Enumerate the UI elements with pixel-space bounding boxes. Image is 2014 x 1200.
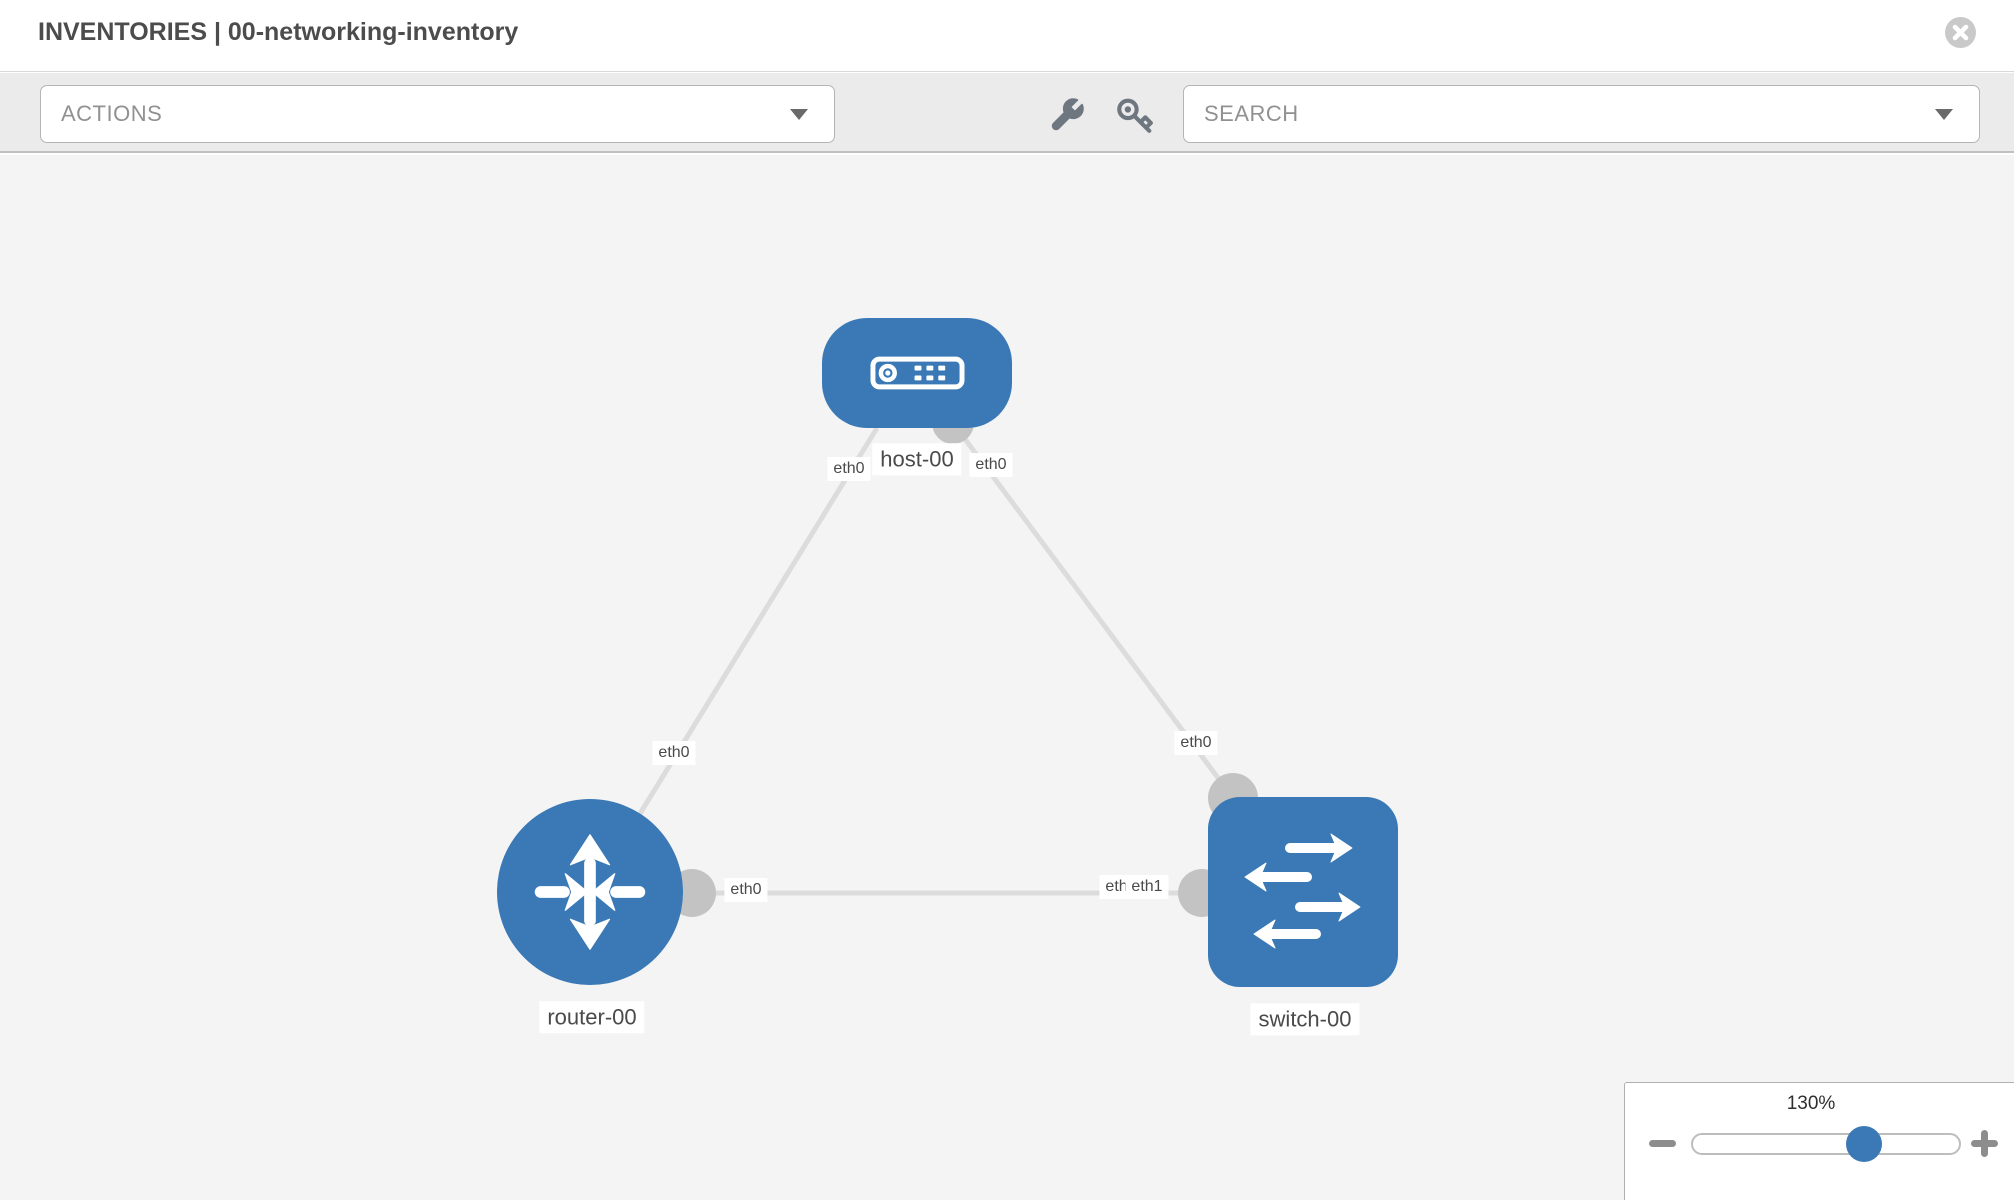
search-dropdown-label: SEARCH bbox=[1204, 101, 1299, 126]
node-label-router: router-00 bbox=[539, 1001, 645, 1033]
node-host-00[interactable] bbox=[822, 318, 1012, 428]
zoom-in-button[interactable] bbox=[1971, 1130, 1998, 1157]
wrench-icon bbox=[1051, 98, 1084, 131]
actions-dropdown[interactable]: ACTIONS bbox=[40, 85, 835, 143]
zoom-slider-thumb[interactable] bbox=[1846, 1126, 1882, 1162]
host-icon bbox=[869, 356, 965, 390]
zoom-control-panel: 130% bbox=[1624, 1082, 2014, 1200]
zoom-slider-track[interactable] bbox=[1691, 1133, 1961, 1155]
zoom-level-value: 130% bbox=[1786, 1093, 1836, 1114]
node-label-switch: switch-00 bbox=[1250, 1003, 1360, 1035]
actions-dropdown-label: ACTIONS bbox=[61, 101, 163, 126]
topology-links-layer bbox=[587, 402, 1258, 917]
plus-icon bbox=[1981, 1130, 1988, 1157]
interface-label: eth0 bbox=[724, 878, 768, 902]
close-icon bbox=[1945, 17, 1976, 48]
page-title: INVENTORIES | 00-networking-inventory bbox=[38, 18, 519, 46]
chevron-down-icon bbox=[790, 109, 808, 120]
node-router-00[interactable] bbox=[497, 799, 683, 985]
switch-icon bbox=[1244, 833, 1361, 949]
credentials-button[interactable] bbox=[1113, 93, 1157, 137]
interface-label: eth0 bbox=[827, 457, 871, 481]
node-switch-00[interactable] bbox=[1208, 797, 1398, 987]
toolbar: ACTIONS SEARCH bbox=[0, 73, 2014, 153]
interface-label: eth0 bbox=[969, 453, 1013, 477]
search-dropdown[interactable]: SEARCH bbox=[1183, 85, 1980, 143]
interface-label: eth0 bbox=[652, 741, 696, 765]
interface-label: eth1 bbox=[1125, 875, 1169, 899]
interface-label: eth0 bbox=[1174, 731, 1218, 755]
router-icon bbox=[534, 834, 646, 950]
key-icon bbox=[1117, 98, 1153, 133]
close-button[interactable] bbox=[1945, 17, 1976, 48]
header: INVENTORIES | 00-networking-inventory bbox=[0, 0, 2014, 72]
node-label-host: host-00 bbox=[872, 443, 962, 475]
zoom-out-button[interactable] bbox=[1649, 1140, 1676, 1147]
topology-canvas[interactable]: eth0 eth0 eth0 eth0 eth0 eth0 eth1 host-… bbox=[0, 155, 2014, 1200]
chevron-down-icon bbox=[1935, 109, 1953, 120]
configure-button[interactable] bbox=[1045, 93, 1089, 137]
